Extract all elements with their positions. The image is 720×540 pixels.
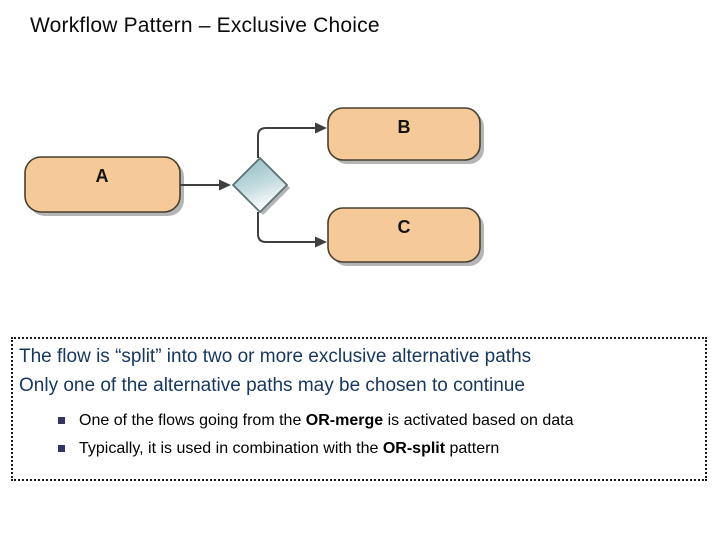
bullet-text: Typically, it is used in combination wit… bbox=[79, 435, 499, 463]
node-b bbox=[327, 107, 481, 161]
slide-title: Workflow Pattern – Exclusive Choice bbox=[30, 14, 380, 37]
bullet-item: One of the flows going from the OR-merge… bbox=[58, 407, 699, 435]
node-c bbox=[327, 207, 481, 263]
bullet-item: Typically, it is used in combination wit… bbox=[58, 435, 699, 463]
square-bullet-icon bbox=[58, 445, 65, 452]
bullet-text-bold: OR-split bbox=[382, 440, 446, 457]
connector-gateway-to-b bbox=[257, 127, 316, 158]
node-c-label: C bbox=[398, 217, 411, 237]
notes-line-2: Only one of the alternative paths may be… bbox=[19, 375, 525, 396]
notes-line-1: The flow is “split” into two or more exc… bbox=[19, 346, 532, 367]
node-a-label: A bbox=[96, 166, 109, 186]
arrowhead-b bbox=[315, 122, 327, 134]
bullet-text-prefix: Typically, it is used in combination wit… bbox=[79, 440, 383, 457]
exclusive-choice-gateway-icon bbox=[231, 156, 289, 214]
arrowhead-c bbox=[315, 236, 327, 248]
connector-gateway-to-c bbox=[257, 212, 316, 243]
bullet-text: One of the flows going from the OR-merge… bbox=[79, 407, 574, 435]
bullet-text-suffix: is activated based on data bbox=[383, 412, 574, 429]
node-a bbox=[24, 156, 181, 213]
square-bullet-icon bbox=[58, 417, 65, 424]
arrowhead-gateway bbox=[219, 179, 231, 191]
bullet-text-prefix: One of the flows going from the bbox=[79, 412, 306, 429]
workflow-diagram: A B C bbox=[24, 107, 484, 266]
notes-box: The flow is “split” into two or more exc… bbox=[11, 337, 707, 481]
bullet-text-suffix: pattern bbox=[445, 440, 500, 457]
node-b-label: B bbox=[398, 117, 411, 137]
bullet-text-bold: OR-merge bbox=[305, 412, 384, 429]
